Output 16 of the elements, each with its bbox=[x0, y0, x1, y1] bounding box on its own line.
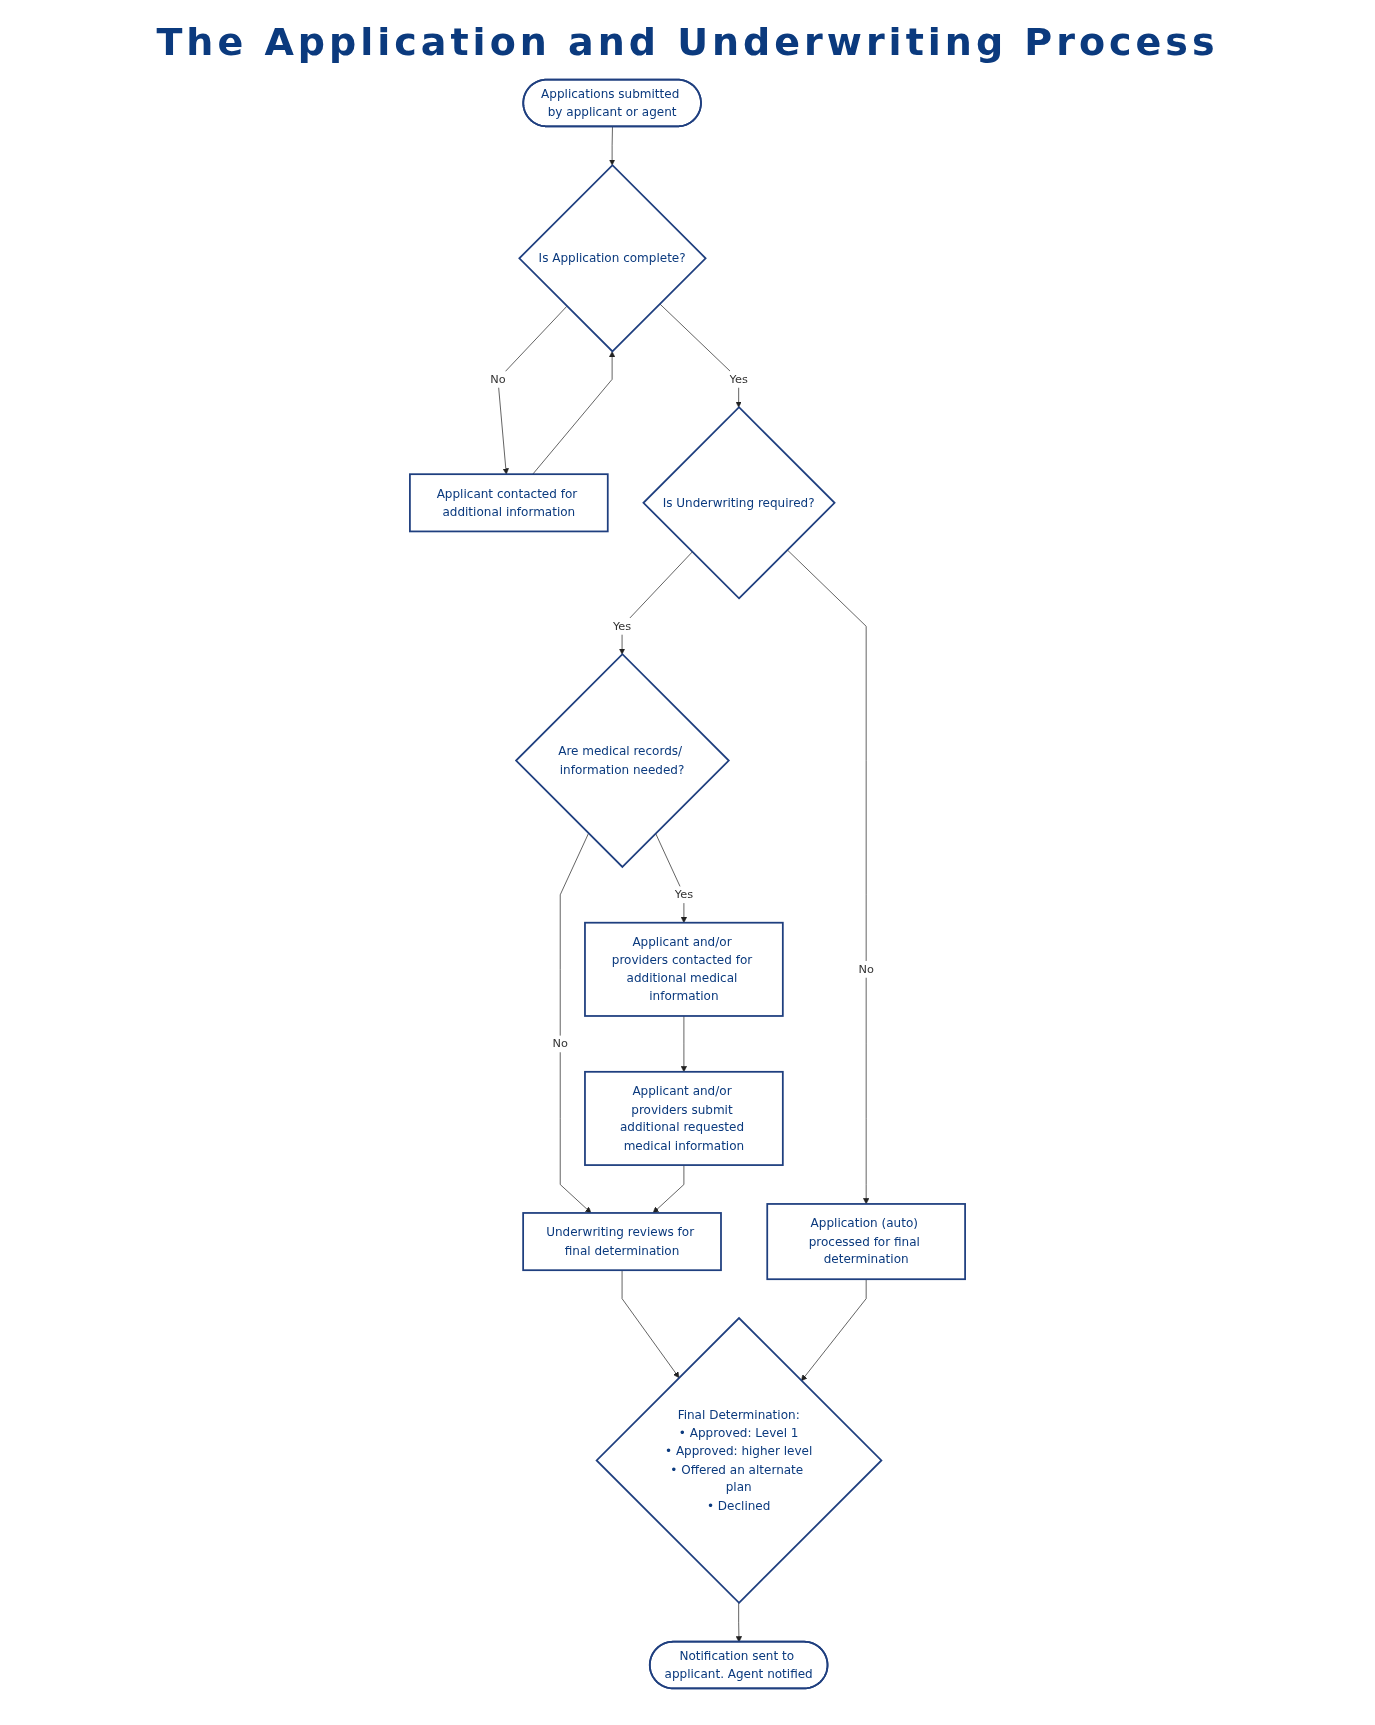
node-diamond: Are medical records/ information needed? bbox=[514, 652, 730, 869]
edge-label: No bbox=[858, 962, 874, 976]
edge-label: No bbox=[490, 372, 506, 386]
edge-label: No bbox=[552, 1036, 568, 1051]
edge-label: Yes bbox=[729, 372, 748, 386]
edge-label: Yes bbox=[612, 619, 632, 633]
node-box: Application (auto) processed for final determination bbox=[766, 1203, 966, 1281]
edge-label: Yes bbox=[674, 887, 694, 902]
node-diamond: Is Application complete? bbox=[518, 163, 707, 353]
node-box: Applicant and/or providers contacted for additional medical information bbox=[584, 921, 784, 1017]
node-diamond: Final Determination: • Approved: Level 1 • Approved: higher level • Offered an alternate plan • Declined bbox=[595, 1316, 883, 1605]
node-diamond: Is Underwriting required? bbox=[642, 406, 836, 600]
node-box: Underwriting reviews for final determination bbox=[522, 1212, 722, 1272]
diagram-title: The Application and Underwriting Process bbox=[156, 20, 1219, 64]
node-box: Applicant and/or providers submit additional requested medical information bbox=[584, 1070, 784, 1166]
node-box: Applicant contacted for additional information bbox=[409, 473, 609, 533]
